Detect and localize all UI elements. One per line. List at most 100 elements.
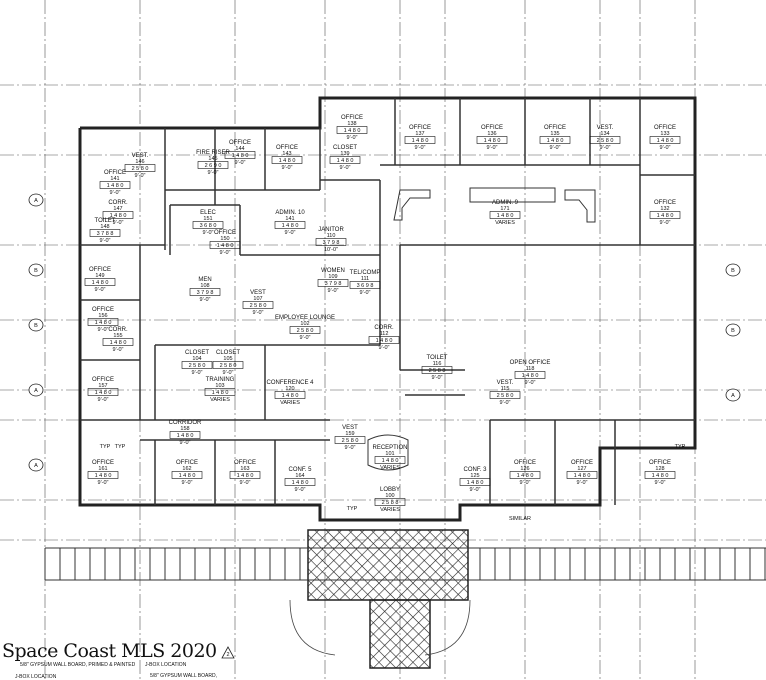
room-ceiling-height: 9'-0" — [432, 375, 443, 381]
room-ceiling-height: 9'-0" — [520, 480, 531, 486]
revision-number: 2 — [226, 652, 229, 658]
revision-triangle: 2 — [221, 646, 235, 659]
room-number: 103 — [215, 383, 224, 389]
room-number: 110 — [327, 233, 336, 239]
room-name: CLOSET — [185, 350, 209, 356]
finish-box — [274, 391, 306, 399]
room-finish: 1 4 8 0 — [95, 390, 112, 396]
grid-bubble — [28, 263, 44, 277]
room-name: CLOSET — [333, 145, 357, 151]
room-name: WOMEN — [321, 268, 345, 274]
room-finish: 1 4 8 0 — [652, 473, 669, 479]
grid-bubble — [28, 383, 44, 397]
room-name: TEL/COMP — [350, 270, 381, 276]
room-number: 125 — [470, 473, 479, 479]
room-name: RECEPTION — [372, 445, 407, 451]
room-ceiling-height: 9'-0" — [282, 165, 293, 171]
room-number: 115 — [501, 386, 510, 392]
room-number: 128 — [655, 466, 664, 472]
room-ceiling-height: 9'-0" — [110, 190, 121, 196]
room-ceiling-height: 9'-0" — [240, 480, 251, 486]
room-ceiling-height: 9'-0" — [600, 145, 611, 151]
room-ceiling-height: 9'-0" — [113, 220, 124, 226]
finish-box — [368, 336, 400, 344]
grid-bubble — [28, 193, 44, 207]
room-name: VEST. — [497, 380, 514, 386]
room-name: OFFICE — [544, 125, 566, 131]
grid-bubble-label: A — [34, 388, 38, 394]
room-name: ELEC — [200, 210, 216, 216]
finish-box — [289, 326, 321, 334]
room-name: JANITOR — [318, 227, 344, 233]
room-number: 111 — [361, 276, 369, 282]
finish-box — [102, 211, 134, 219]
room-finish: 2 5 8 0 — [189, 363, 206, 369]
room-name: OFFICE — [481, 125, 503, 131]
room-number: 143 — [282, 151, 291, 157]
note-gypsum-2: 5/8" GYPSUM WALL BOARD, — [150, 673, 217, 679]
room-finish: 1 4 8 0 — [292, 480, 309, 486]
room-number: 148 — [100, 224, 109, 230]
finish-box — [349, 281, 381, 289]
room-name: CORR. — [108, 327, 128, 333]
room-finish: 1 4 8 0 — [484, 138, 501, 144]
room-number: 108 — [200, 283, 209, 289]
finish-box — [271, 156, 303, 164]
finish-box — [124, 164, 156, 172]
room-finish: 1 4 8 0 — [179, 473, 196, 479]
grid-bubble — [28, 458, 44, 472]
callout-similar: SIMILAR — [509, 516, 531, 522]
room-finish: 1 4 8 0 — [110, 340, 127, 346]
room-name: OFFICE — [649, 460, 671, 466]
room-finish: 1 4 8 0 — [382, 458, 399, 464]
note-gypsum-1: 5/8" GYPSUM WALL BOARD, PRIMED & PAINTED — [20, 662, 136, 668]
room-ceiling-height: VARIES — [280, 400, 300, 406]
room-ceiling-height: VARIES — [210, 397, 230, 403]
finish-box — [334, 436, 366, 444]
room-finish: 1 4 8 0 — [107, 183, 124, 189]
room-name: OFFICE — [92, 460, 114, 466]
room-name: OFFICE — [89, 267, 111, 273]
room-ceiling-height: 9'-0" — [98, 327, 109, 333]
room-finish: 1 4 8 0 — [95, 320, 112, 326]
room-number: 133 — [660, 131, 669, 137]
finish-box — [459, 478, 491, 486]
room-ceiling-height: 9'-0" — [345, 445, 356, 451]
room-finish: 1 4 8 0 — [376, 338, 393, 344]
room-number: 137 — [415, 131, 424, 137]
room-finish: 1 4 8 0 — [282, 223, 299, 229]
finish-box — [317, 279, 349, 287]
finish-box — [566, 471, 598, 479]
finish-box — [589, 136, 621, 144]
room-finish: 1 4 8 0 — [282, 393, 299, 399]
room-ceiling-height: 9'-0" — [577, 480, 588, 486]
room-finish: 1 4 8 0 — [110, 213, 127, 219]
room-number: 126 — [520, 466, 529, 472]
room-ceiling-height: 9'-0" — [95, 287, 106, 293]
room-finish: 1 4 8 0 — [177, 433, 194, 439]
room-ceiling-height: 9'-0" — [182, 480, 193, 486]
callout-typ: TYP — [100, 444, 111, 450]
grid-bubble — [725, 323, 741, 337]
finish-box — [189, 288, 221, 296]
room-number: 102 — [300, 321, 309, 327]
grid-bubble-label: B — [731, 328, 735, 334]
finish-box — [204, 388, 236, 396]
room-name: VEST — [342, 425, 358, 431]
room-name: CONFERENCE 4 — [266, 380, 314, 386]
